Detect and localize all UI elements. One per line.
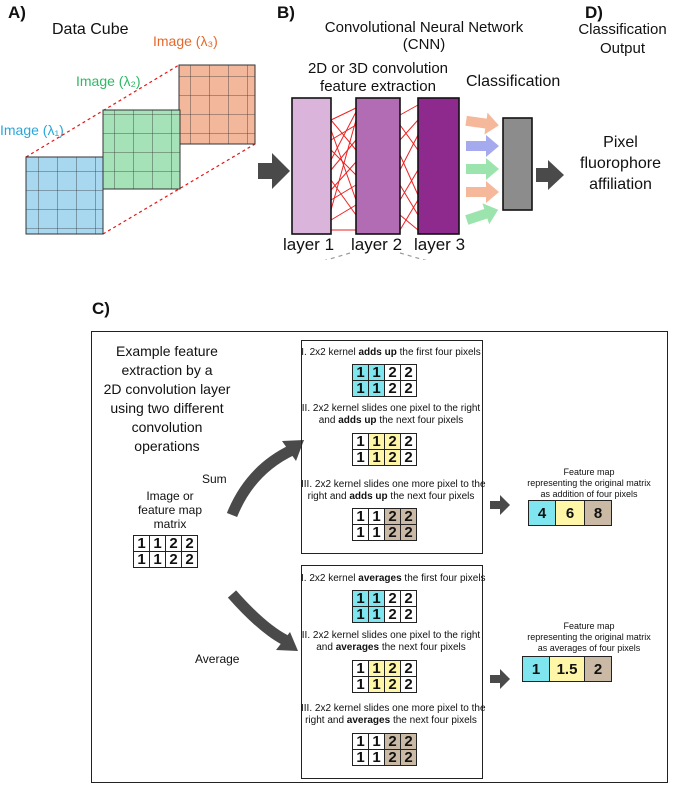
input-label-line: feature map xyxy=(137,503,203,517)
intro-line: operations xyxy=(134,438,200,454)
input-label-line: Image or xyxy=(146,489,194,503)
example-intro: Example feature extraction by a 2D convo… xyxy=(94,342,240,456)
panel-label-d: D) xyxy=(585,3,603,22)
average-steps-box xyxy=(301,565,483,779)
avg-feature-map: 1 1.5 2 xyxy=(522,656,612,682)
cnn-title-line2: (CNN) xyxy=(402,36,446,53)
intro-line: using two different xyxy=(110,400,224,416)
cnn-title-line1: Convolutional Neural Network xyxy=(324,19,524,36)
image-lambda1-grid xyxy=(25,156,104,235)
layer-3-label: layer 3 xyxy=(414,235,466,254)
average-label: Average xyxy=(195,652,240,666)
cnn-title: Convolutional Neural Network (CNN) xyxy=(298,19,550,53)
feature-extraction-line2: feature extraction xyxy=(320,78,436,95)
sum-step1-text: I. 2x2 kernel adds up the first four pix… xyxy=(301,347,481,358)
intro-line: extraction by a xyxy=(121,362,213,378)
sum-step3-text: III. 2x2 kernel slides one more pixel to… xyxy=(301,479,486,502)
arrow-right-icon xyxy=(490,669,510,689)
panel-label-b: B) xyxy=(277,3,295,22)
matrix-cell: 2 xyxy=(181,551,198,568)
sum-step2-text: II. 2x2 kernel slides one pixel to the r… xyxy=(301,403,481,426)
sum-feature-map: 4 6 8 xyxy=(528,500,612,526)
input-matrix-label: Image or feature map matrix xyxy=(130,489,210,531)
matrix-cell: 2 xyxy=(165,551,182,568)
avg-step2-text: II. 2x2 kernel slides one pixel to the r… xyxy=(301,630,481,653)
image-lambda1-label: Image (λ₁) xyxy=(0,122,64,138)
feature-map-cell: 1.5 xyxy=(549,656,585,682)
classification-output-title: Classification Output xyxy=(568,20,677,58)
image-lambda3-label: Image (λ₃) xyxy=(153,33,218,49)
feature-map-cell: 1 xyxy=(522,656,550,682)
cnn-connections xyxy=(330,104,419,231)
classification-output-line2: Output xyxy=(599,40,646,57)
average-arrow-icon xyxy=(227,590,288,645)
layer-2-block xyxy=(355,97,401,235)
layer-1-block xyxy=(291,97,332,235)
image-lambda2-grid xyxy=(102,109,181,190)
arrow-right-icon xyxy=(490,495,510,515)
intro-line: Example feature xyxy=(116,343,218,359)
arrow-right-icon xyxy=(258,153,290,189)
pixel-affiliation-result: Pixel fluorophore affiliation xyxy=(564,132,677,195)
feature-extraction-line1: 2D or 3D convolution xyxy=(307,60,449,77)
feature-map-cell: 4 xyxy=(528,500,556,526)
feature-map-cell: 2 xyxy=(584,656,612,682)
panel-label-c: C) xyxy=(92,299,110,318)
layer-2-label: layer 2 xyxy=(351,235,403,254)
example-panel-frame xyxy=(91,331,668,783)
image-lambda3-grid xyxy=(178,64,256,145)
feature-map-cell: 6 xyxy=(555,500,585,526)
classifier-block xyxy=(502,117,533,211)
avg-step1-text: I. 2x2 kernel averages the first four pi… xyxy=(301,573,486,584)
result-line3: affiliation xyxy=(589,176,652,193)
sum-label: Sum xyxy=(202,472,227,486)
classification-arrows xyxy=(465,112,499,225)
classification-output-line1: Classification xyxy=(578,21,667,38)
feature-map-cell: 8 xyxy=(584,500,612,526)
data-cube-title: Data Cube xyxy=(52,21,129,38)
classification-label: Classification xyxy=(466,73,561,90)
panel-label-a: A) xyxy=(8,3,26,22)
arrow-right-icon xyxy=(536,160,564,190)
sum-arrowhead-icon xyxy=(282,440,304,461)
layer-3-block xyxy=(417,97,460,235)
sum-steps-box xyxy=(301,340,483,554)
data-cube-and-cnn-graphic xyxy=(25,64,564,260)
intro-line: convolution xyxy=(131,419,203,435)
result-line1: Pixel xyxy=(603,134,638,151)
input-label-line: matrix xyxy=(153,517,187,531)
layer-1-label: layer 1 xyxy=(283,235,335,254)
image-lambda2-label: Image (λ₂) xyxy=(76,73,141,89)
feature-extraction-label: 2D or 3D convolution feature extraction xyxy=(283,60,473,96)
sum-arrow-icon xyxy=(226,445,295,518)
result-line2: fluorophore xyxy=(580,155,661,172)
avg-step3-text: III. 2x2 kernel slides one more pixel to… xyxy=(301,703,486,726)
average-arrowhead-icon xyxy=(276,632,298,651)
intro-line: 2D convolution layer xyxy=(103,381,231,397)
